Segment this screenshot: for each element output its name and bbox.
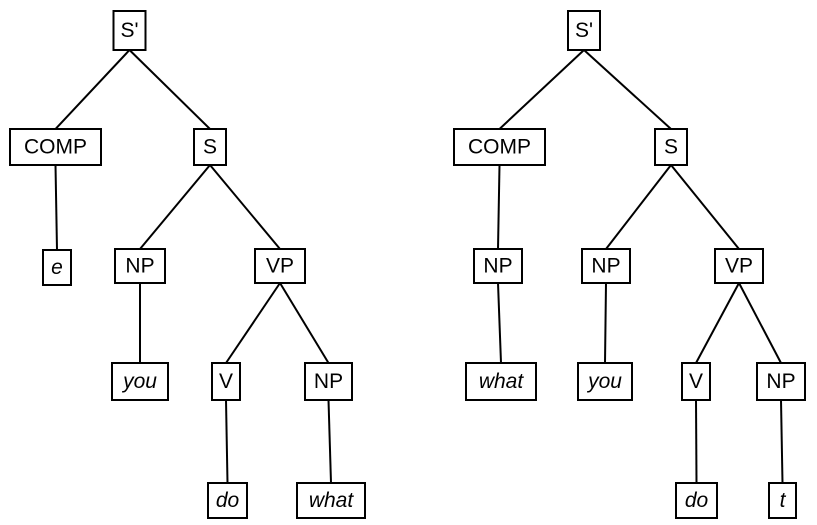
tree-edges-surface-structure — [497, 49, 784, 484]
category-label: V — [219, 370, 233, 393]
tree-branch — [604, 282, 607, 364]
tree-node-l-do: do — [207, 482, 248, 519]
category-label: S — [664, 136, 678, 159]
tree-node-l-vp: VP — [254, 248, 306, 284]
category-label: NP — [483, 255, 512, 278]
tree-branch — [605, 164, 672, 250]
terminal-label: what — [309, 489, 355, 512]
tree-node-l-what: what — [296, 482, 366, 519]
tree-branch — [225, 399, 229, 484]
node-box — [654, 128, 688, 166]
tree-node-l-s: S — [193, 128, 227, 166]
tree-node-r-t: t — [768, 482, 797, 519]
node-box — [453, 128, 546, 166]
category-label: S' — [575, 19, 593, 42]
tree-node-r-vp: VP — [714, 248, 764, 284]
tree-edges-layer — [54, 49, 784, 484]
tree-branch — [498, 49, 585, 130]
node-box — [211, 362, 241, 401]
tree-branch — [225, 282, 281, 364]
category-label: NP — [766, 370, 795, 393]
tree-node-l-sbar: S' — [112, 10, 147, 51]
tree-branch — [670, 164, 740, 250]
tree-node-r-np2: NP — [756, 362, 806, 401]
terminal-label: what — [479, 370, 525, 393]
tree-branch — [139, 164, 211, 250]
tree-node-r-comp: COMP — [453, 128, 546, 166]
tree-branch — [695, 282, 740, 364]
tree-node-l-np1: NP — [114, 248, 166, 284]
node-box — [714, 248, 764, 284]
node-box — [465, 362, 537, 401]
node-box — [681, 362, 711, 401]
node-box — [193, 128, 227, 166]
node-box — [111, 362, 169, 401]
tree-branch — [738, 282, 782, 364]
tree-node-r-sbar: S' — [567, 10, 601, 51]
tree-node-r-do: do — [675, 482, 718, 519]
node-box — [42, 249, 72, 286]
tree-branch — [279, 282, 330, 364]
tree-node-r-s: S — [654, 128, 688, 166]
tree-node-r-you: you — [577, 362, 633, 401]
category-label: COMP — [468, 136, 531, 159]
node-box — [567, 10, 601, 51]
node-box — [304, 362, 353, 401]
node-box — [114, 248, 166, 284]
node-box — [675, 482, 718, 519]
node-box — [207, 482, 248, 519]
tree-branch — [695, 399, 698, 484]
tree-branch — [497, 164, 501, 250]
tree-nodes-surface-structure: S' COMP S NP NP VP what you V NP do t — [453, 10, 806, 519]
category-label: S — [203, 136, 217, 159]
node-box — [768, 482, 797, 519]
terminal-label: t — [780, 489, 787, 512]
tree-node-l-v: V — [211, 362, 241, 401]
tree-branch — [209, 164, 281, 250]
tree-branch — [497, 282, 502, 364]
terminal-label: do — [216, 489, 240, 512]
tree-branch — [583, 49, 672, 130]
tree-branch — [327, 399, 332, 484]
tree-node-l-np2: NP — [304, 362, 353, 401]
tree-node-r-np0: NP — [473, 248, 523, 284]
node-box — [296, 482, 366, 519]
tree-node-r-what: what — [465, 362, 537, 401]
category-label: NP — [125, 255, 154, 278]
category-label: S' — [120, 19, 138, 42]
node-box — [254, 248, 306, 284]
category-label: VP — [266, 255, 294, 278]
terminal-label: you — [121, 370, 157, 393]
node-box — [473, 248, 523, 284]
tree-edges-deep-structure — [54, 49, 332, 484]
tree-node-r-np1: NP — [581, 248, 631, 284]
category-label: VP — [725, 255, 753, 278]
tree-branch — [54, 49, 131, 130]
node-box — [112, 10, 147, 51]
category-label: COMP — [24, 136, 87, 159]
tree-branch — [780, 399, 784, 484]
terminal-label: do — [685, 489, 709, 512]
tree-node-r-v: V — [681, 362, 711, 401]
node-box — [9, 128, 102, 166]
tree-node-l-you: you — [111, 362, 169, 401]
tree-node-l-comp: COMP — [9, 128, 102, 166]
terminal-label: e — [51, 256, 63, 279]
tree-branch — [128, 49, 211, 130]
node-box — [756, 362, 806, 401]
tree-branch — [54, 164, 58, 251]
category-label: NP — [591, 255, 620, 278]
category-label: V — [689, 370, 703, 393]
tree-node-l-e: e — [42, 249, 72, 286]
node-box — [577, 362, 633, 401]
terminal-label: you — [586, 370, 622, 393]
node-box — [581, 248, 631, 284]
category-label: NP — [314, 370, 343, 393]
